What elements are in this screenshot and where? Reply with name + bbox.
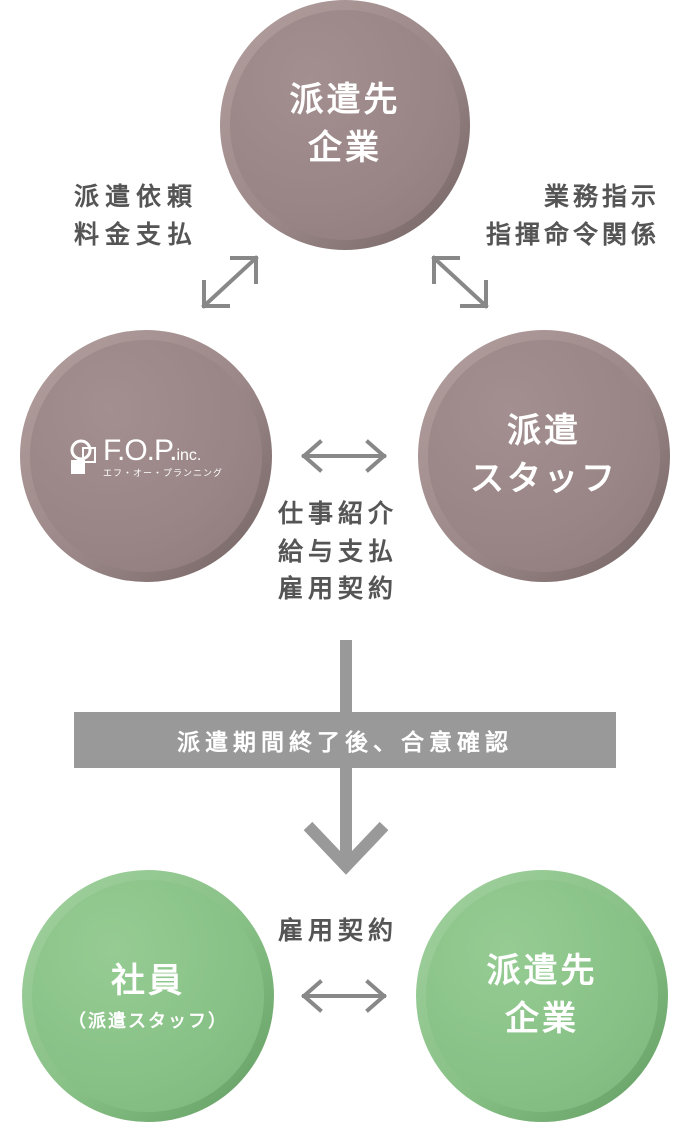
right-relation-text: 業務指示 指揮命令関係 [486, 178, 660, 253]
right-diagonal-double-arrow-icon [431, 255, 489, 309]
left-relation-text: 派遣依頼 料金支払 [74, 178, 198, 253]
staff-label: 派遣 スタッフ [470, 408, 618, 503]
fop-logo-text: F.O.P. [102, 433, 177, 467]
client-company-final-line2: 企業 [505, 999, 579, 1039]
middle-relation-line1: 仕事紹介 [278, 499, 399, 528]
employee-line2: （派遣スタッフ） [68, 1011, 228, 1033]
fop-logo: F.O.P.inc. エフ・オー・プランニング [69, 434, 223, 479]
left-relation-line2: 料金支払 [74, 219, 199, 249]
client-company-final-label: 派遣先 企業 [487, 948, 598, 1043]
employee-label: 社員 （派遣スタッフ） [68, 958, 228, 1035]
staff-line1: 派遣 [507, 411, 581, 452]
client-company-final-circle: 派遣先 企業 [416, 870, 668, 1122]
left-relation-line1: 派遣依頼 [74, 182, 199, 211]
fop-logo-mark-icon [69, 436, 97, 476]
right-relation-line2: 指揮命令関係 [486, 219, 661, 249]
staff-circle: 派遣 スタッフ [418, 330, 670, 582]
client-company-line2: 企業 [308, 128, 382, 168]
middle-relation-text: 仕事紹介 給与支払 雇用契約 [278, 495, 398, 608]
bottom-double-arrow-icon [300, 979, 388, 1013]
fop-company-circle: F.O.P.inc. エフ・オー・プランニング [20, 330, 272, 582]
client-company-line1: 派遣先 [289, 80, 401, 121]
middle-relation-line2: 給与支払 [278, 536, 399, 566]
down-chevron-icon [303, 821, 389, 875]
employee-circle: 社員 （派遣スタッフ） [22, 870, 274, 1122]
client-company-final-line1: 派遣先 [486, 951, 598, 992]
after-dispatch-banner: 派遣期間終了後、合意確認 [74, 712, 616, 768]
fop-logo-kana: エフ・オー・プランニング [102, 468, 223, 479]
staff-line2: スタッフ [470, 459, 618, 499]
employee-line1: 社員 [111, 960, 185, 1001]
middle-double-arrow-icon [300, 439, 388, 473]
right-relation-line1: 業務指示 [544, 182, 661, 211]
left-diagonal-double-arrow-icon [201, 255, 259, 309]
fop-logo-inc: inc. [176, 446, 202, 464]
middle-relation-line3: 雇用契約 [278, 574, 399, 603]
client-company-circle: 派遣先 企業 [220, 0, 470, 250]
client-company-label: 派遣先 企業 [290, 77, 401, 172]
bottom-relation-text: 雇用契約 [278, 916, 399, 945]
